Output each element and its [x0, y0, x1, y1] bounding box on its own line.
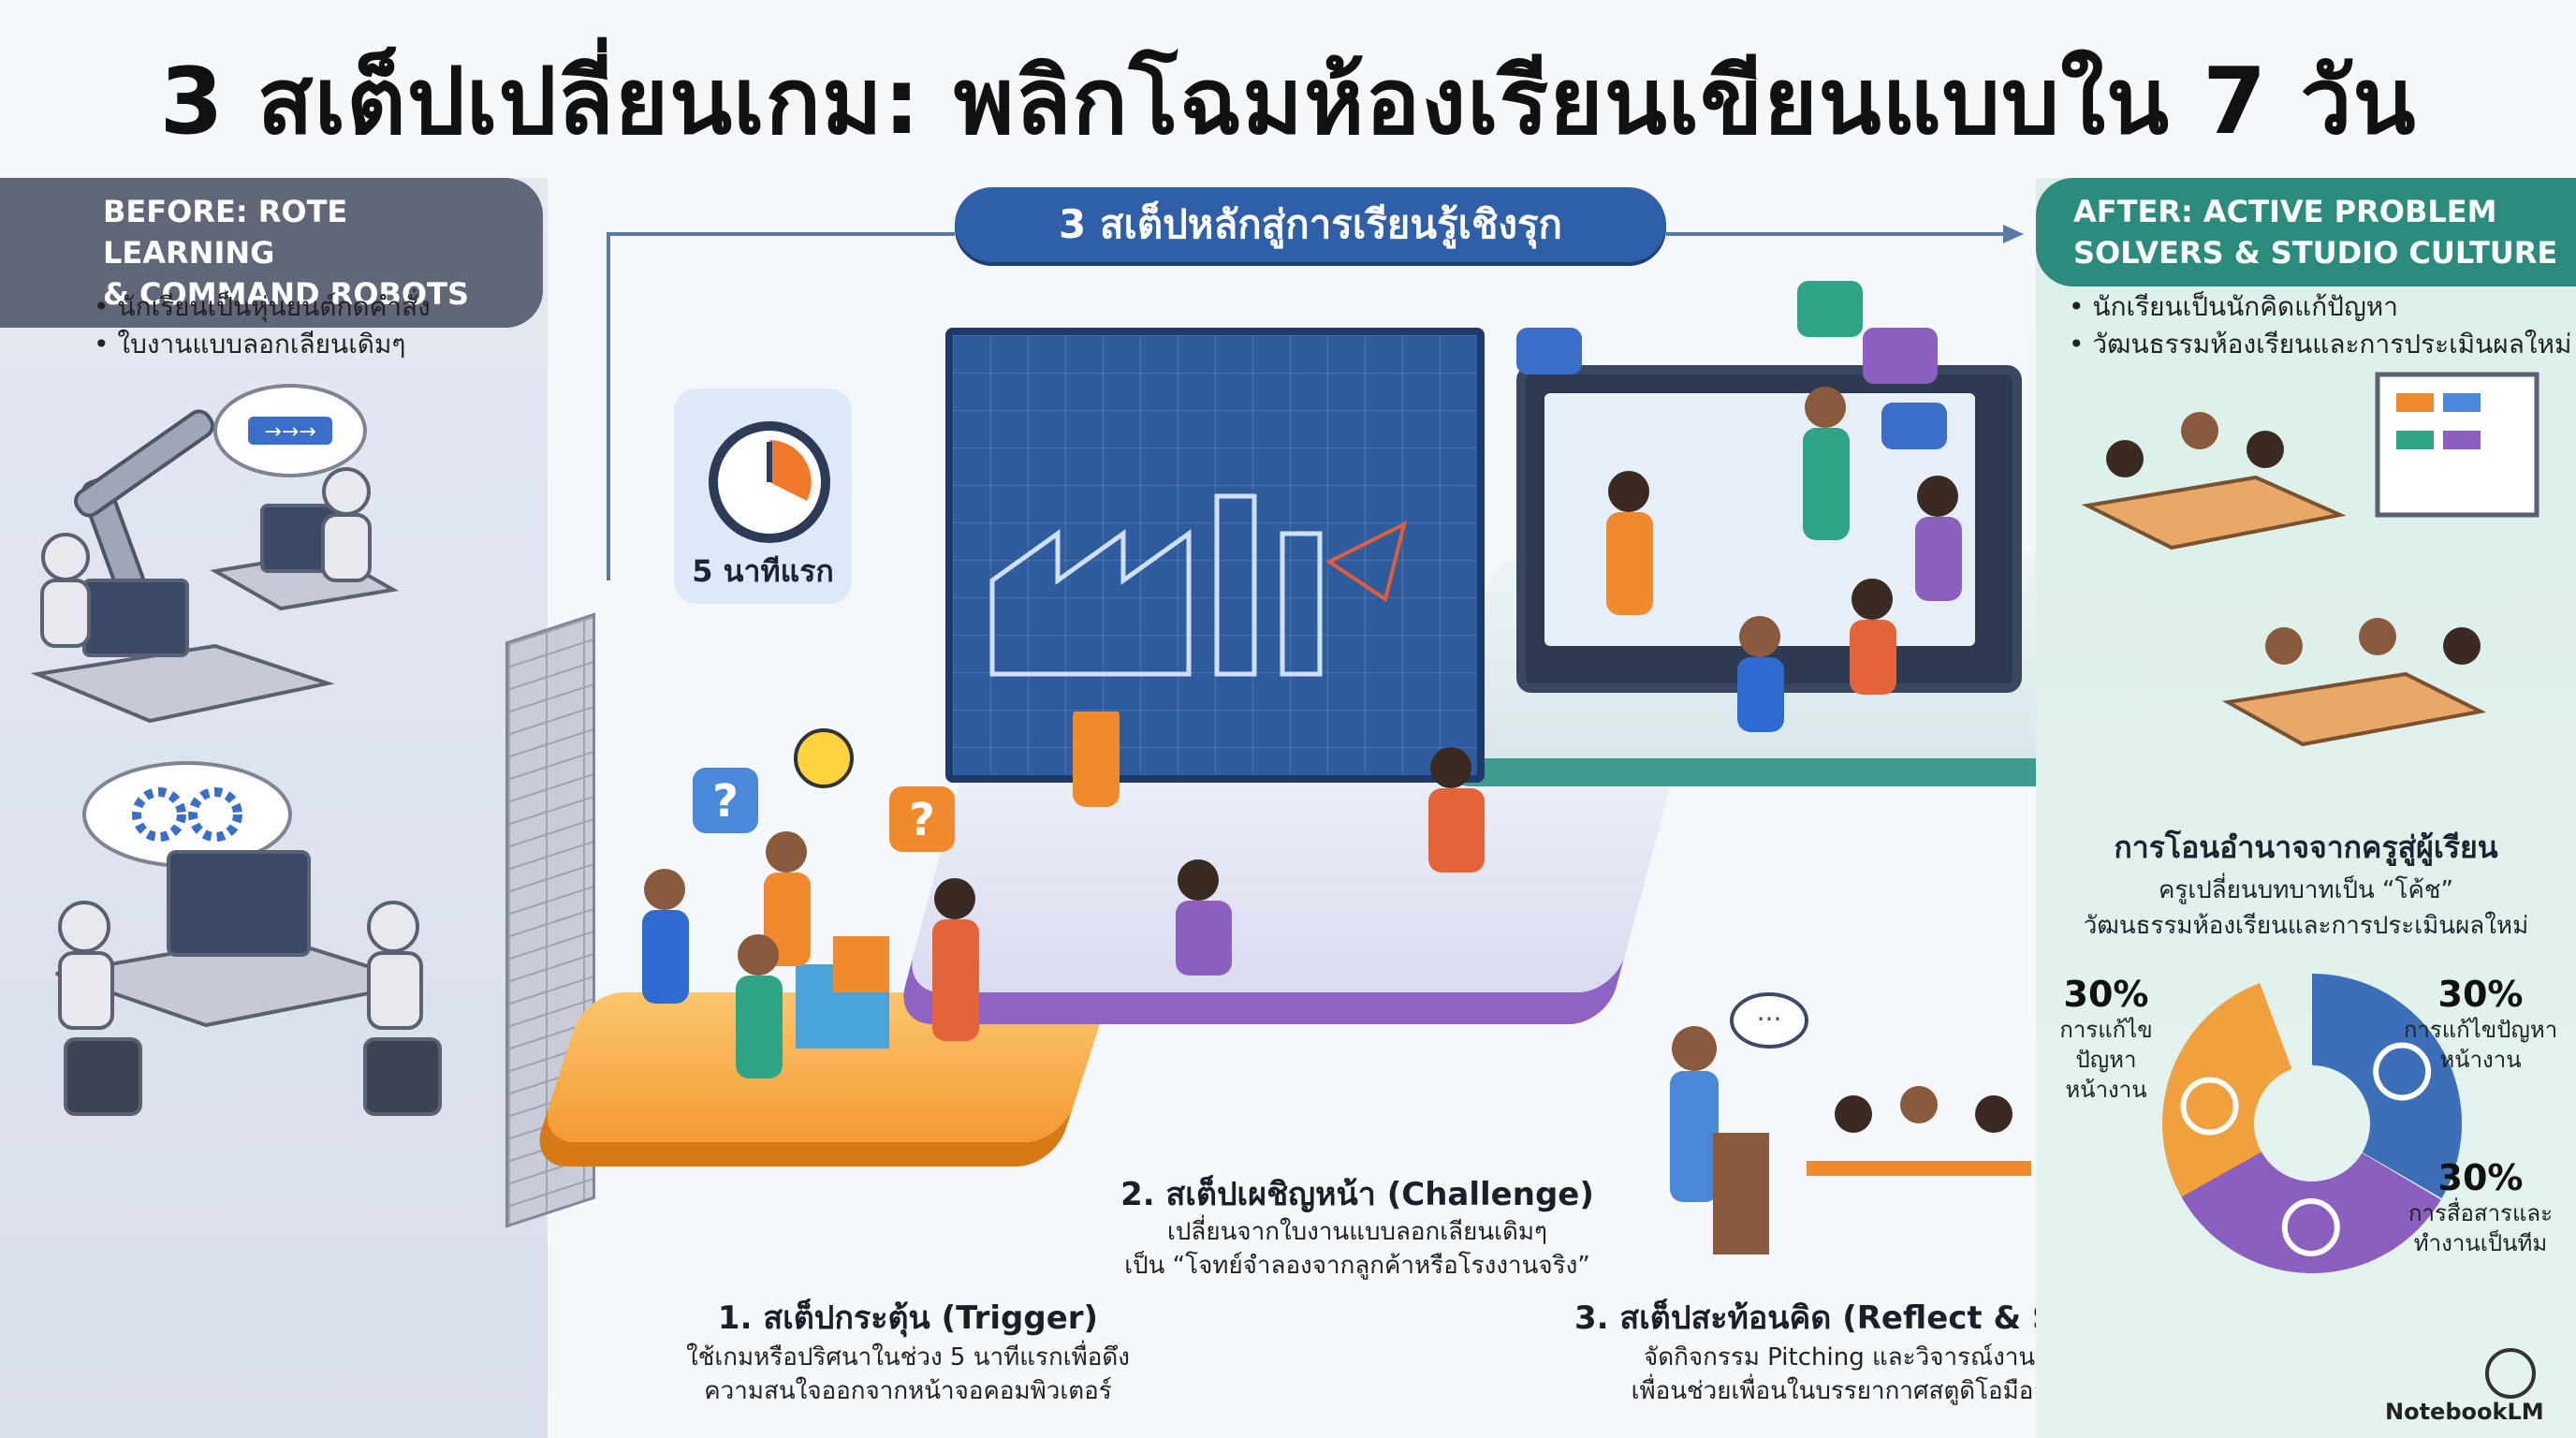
slice-label-right: 30% การแก้ไขปัญหา หน้างาน [2396, 974, 2565, 1075]
transfer-title: การโอนอำนาจจากครูสู่ผู้เรียน [2114, 829, 2498, 865]
factory-drawing-icon [989, 493, 1407, 677]
brain-icon [2373, 1042, 2432, 1101]
slice-pct: 30% [2437, 1157, 2524, 1198]
step3-desc-line1: จัดกิจกรรม Pitching และวิจารณ์งานแบบ [1644, 1343, 2082, 1372]
before-bullets: นักเรียนเป็นหุ่นยนต์กดคำสั่ง ใบงานแบบลอก… [94, 288, 431, 363]
brand-name: NotebookLM [2385, 1399, 2544, 1425]
page-title: 3 สเต็ปเปลี่ยนเกม: พลิกโฉมห้องเรียนเขียน… [159, 49, 2417, 155]
step1-title: 1. สเต็ปกระตุ้น (Trigger) [717, 1299, 1099, 1337]
slice-label-bottom: 30% การสื่อสารและ ทำงานเป็นทีม [2396, 1157, 2565, 1258]
slice-label-line: การแก้ไขปัญหา [2403, 1017, 2558, 1043]
robot-student-icon [40, 467, 372, 648]
transfer-desc: ครูเปลี่ยนบทบาทเป็น “โค้ช” วัฒนธรรมห้องเ… [2036, 873, 2576, 944]
students-illustration: ? ? [642, 712, 1485, 1078]
before-bullet: นักเรียนเป็นหุ่นยนต์กดคำสั่ง [94, 288, 430, 326]
lightbulb-icon [794, 728, 854, 788]
slice-label-line: การสื่อสารและ [2408, 1200, 2554, 1226]
assessment-donut-chart [2162, 974, 2462, 1273]
flow-arrows [607, 225, 2024, 580]
after-tag-line2: SOLVERS & STUDIO CULTURE [2073, 235, 2558, 271]
slice-label-line: ปัญหา [2075, 1047, 2137, 1073]
slice-label-line: หน้างาน [2439, 1047, 2522, 1073]
gears-icon [2180, 1077, 2239, 1136]
svg-text:···: ··· [1757, 1004, 1782, 1034]
robot-classroom-illustration: →→→ [30, 384, 442, 1116]
question-bubble-icon: ? ? [693, 768, 955, 852]
step2-desc: เปลี่ยนจากใบงานแบบลอกเลียนเดิมๆ เป็น “โจ… [1020, 1215, 1694, 1283]
blueprint-board-icon [945, 328, 1485, 783]
after-bullet: วัฒนธรรมห้องเรียนและการประเมินผลใหม่ [2069, 326, 2571, 363]
step1-desc-line1: ใช้เกมหรือปริศนาในช่วง 5 นาทีแรกเพื่อดึง [686, 1343, 1130, 1372]
step2-desc-line2: เป็น “โจทย์จำลองจากลูกค้าหรือโรงงานจริง” [1124, 1252, 1590, 1280]
donut-slice [2181, 1152, 2441, 1273]
after-tag-line1: AFTER: ACTIVE PROBLEM [2073, 194, 2497, 229]
donut-slice [2312, 974, 2462, 1198]
donut-hole [2256, 1067, 2368, 1180]
after-tag: AFTER: ACTIVE PROBLEM SOLVERS & STUDIO C… [2036, 178, 2576, 286]
after-bullet: นักเรียนเป็นนักคิดแก้ปัญหา [2069, 288, 2571, 326]
svg-text:?: ? [909, 794, 935, 846]
podium-icon [1713, 1133, 1769, 1255]
step2-desc-line1: เปลี่ยนจากใบงานแบบลอกเลียนเดิมๆ [1167, 1218, 1547, 1246]
brand-logo-icon [2485, 1348, 2536, 1399]
slice-label-line: หน้างาน [2065, 1077, 2147, 1103]
svg-text:?: ? [712, 775, 739, 828]
svg-text:→→→: →→→ [264, 420, 315, 444]
before-bullet: ใบงานแบบลอกเลียนเดิมๆ [94, 326, 431, 363]
slice-label-line: ทำงานเป็นทีม [2413, 1230, 2548, 1256]
slice-label-line: การแก้ไข [2059, 1017, 2153, 1043]
step1-desc-line2: ความสนใจออกจากหน้าจอคอมพิวเตอร์ [704, 1377, 1112, 1405]
transfer-desc-line1: ครูเปลี่ยนบทบาทเป็น “โค้ช” [2159, 876, 2453, 904]
studio-culture-illustration [2081, 372, 2539, 747]
gears-thought-icon [82, 761, 292, 868]
slice-pct: 30% [2063, 974, 2149, 1015]
whiteboard-icon [2375, 372, 2539, 518]
reflect-people-illustration [1516, 281, 1962, 732]
chat-bubble-icon [1516, 281, 1947, 449]
step2-title: 2. สเต็ปเผชิญหน้า (Challenge) [1120, 1176, 1594, 1213]
slice-pct: 30% [2437, 974, 2524, 1015]
thought-bubble-icon: →→→ [213, 384, 367, 477]
stopwatch-wedge [767, 440, 812, 501]
timer-label: 5 นาทีแรก [692, 553, 834, 589]
step3-desc-line2: เพื่อนช่วยเพื่อนในบรรยากาศสตูดิโอมืออาชี… [1631, 1377, 2095, 1405]
speech-bubble-icon: ··· [1730, 992, 1808, 1049]
step3-desc: จัดกิจกรรม Pitching และวิจารณ์งานแบบ เพื… [1554, 1341, 2172, 1408]
transfer-desc-line2: วัฒนธรรมห้องเรียนและการประเมินผลใหม่ [2083, 912, 2529, 940]
center-heading-pill: 3 สเต็ปหลักสู่การเรียนรู้เชิงรุก [955, 187, 1666, 262]
before-tag-line1: BEFORE: ROTE LEARNING [103, 194, 348, 271]
step1-desc: ใช้เกมหรือปริศนาในช่วง 5 นาทีแรกเพื่อดึง… [524, 1341, 1292, 1408]
after-bullets: นักเรียนเป็นนักคิดแก้ปัญหา วัฒนธรรมห้องเ… [2069, 288, 2571, 363]
pitching-scene-illustration: ··· [1670, 992, 2031, 1255]
puzzle-icon [796, 936, 889, 1049]
handshake-icon [2281, 1197, 2340, 1256]
slice-label-left: 30% การแก้ไข ปัญหา หน้างาน [2055, 974, 2158, 1105]
